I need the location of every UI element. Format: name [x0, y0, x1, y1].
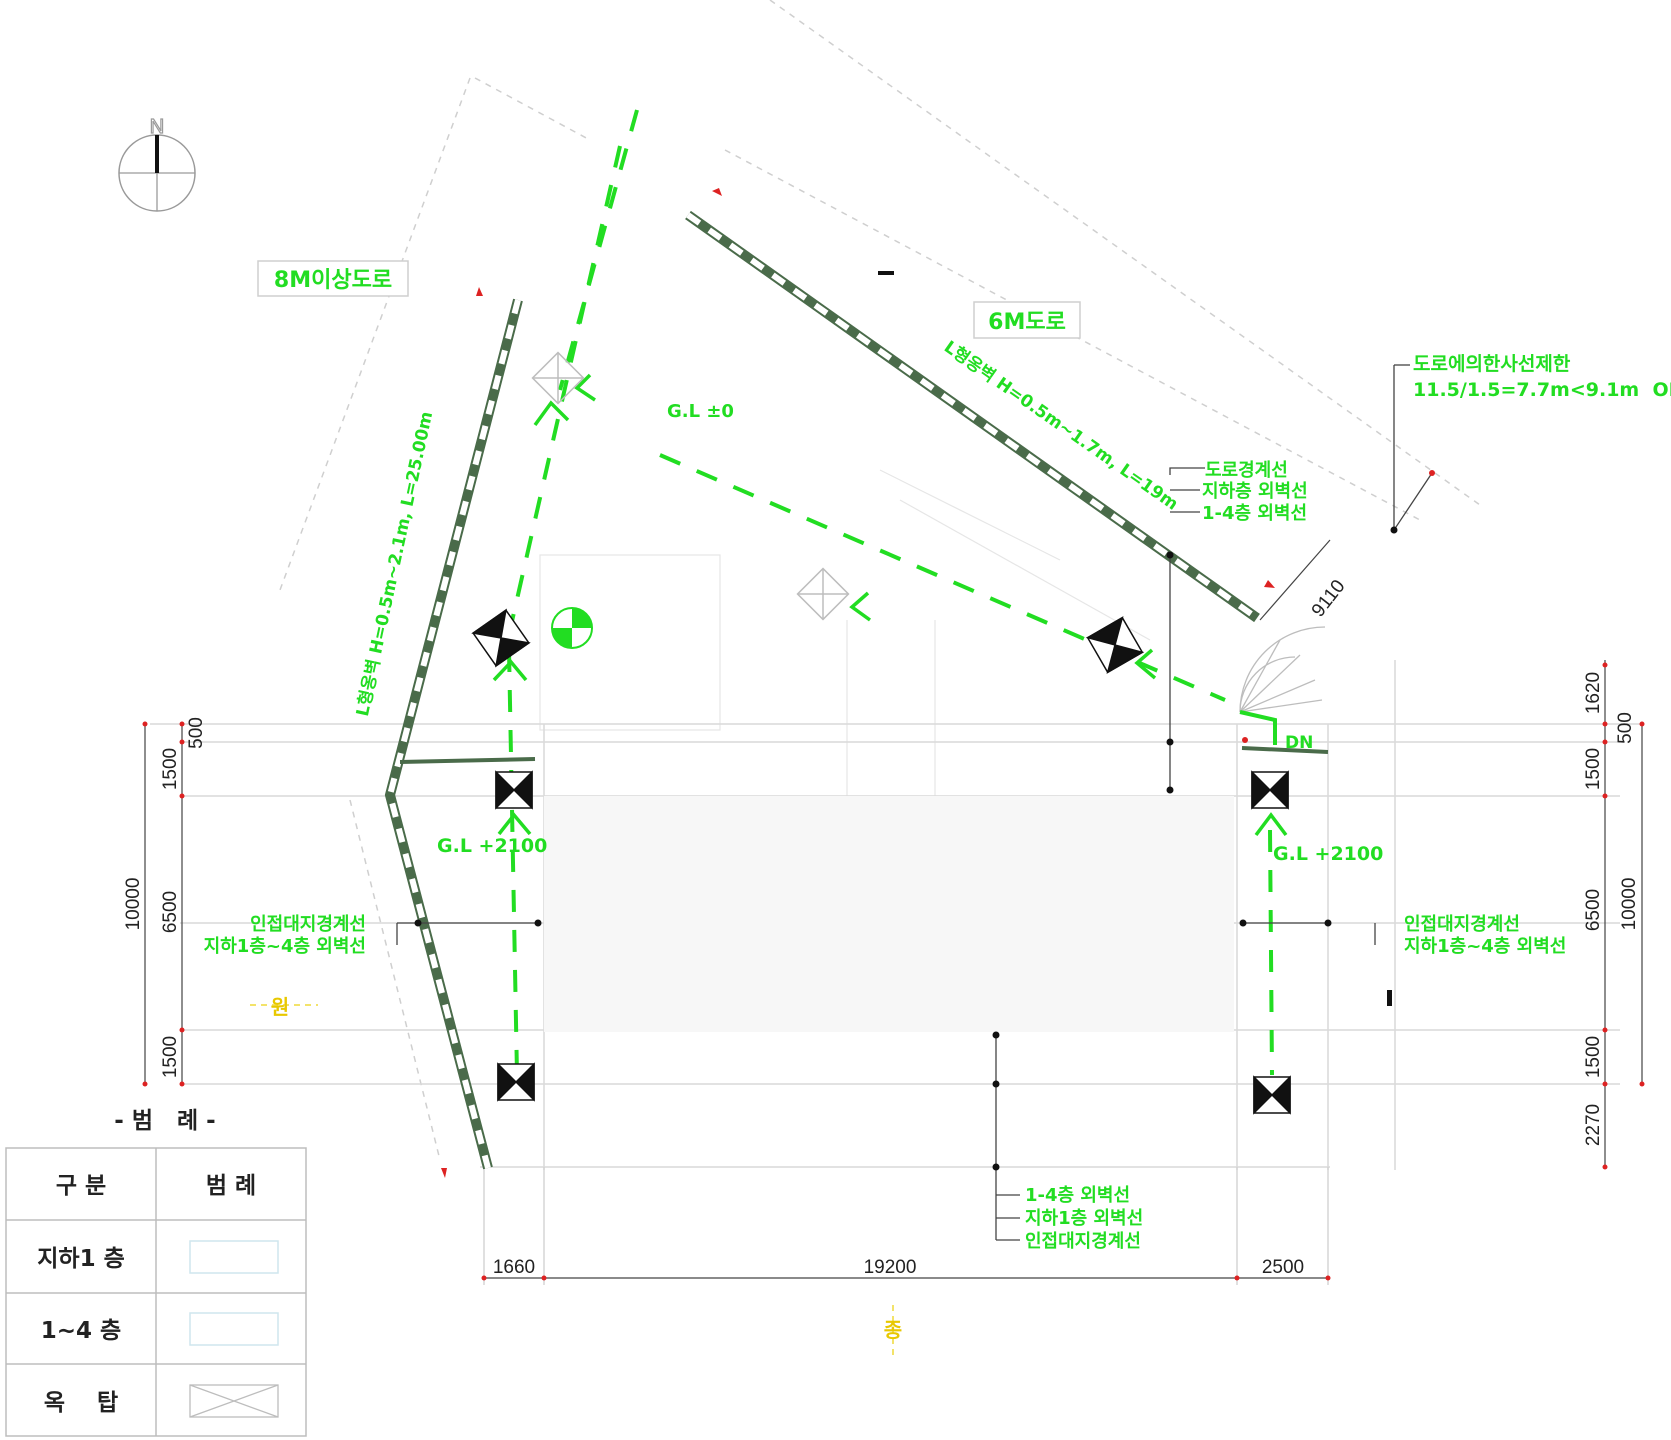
wall-stub-left: [399, 757, 536, 764]
legend-row-rooftop: 옥 탑: [44, 1390, 118, 1416]
basement-floor-fill: [544, 796, 1234, 1032]
bottom-callout-2: 지하1층 외벽선: [1025, 1208, 1143, 1229]
dim-diagonal-9110: 9110: [1308, 576, 1350, 621]
green-dashed-lines: [507, 109, 1274, 1076]
bottom-callout-3: 인접대지경계선: [1025, 1231, 1141, 1252]
bottom-callout-1: 1-4층 외벽선: [1025, 1185, 1130, 1206]
left-callout-1: 인접대지경계선: [250, 914, 366, 935]
legend-swatch-rooftop: [189, 1384, 279, 1418]
retaining-wall-top: [685, 210, 1260, 623]
top-callout-1: 도로경계선: [1205, 460, 1288, 481]
benchmark-marker: [551, 607, 593, 649]
dim-right-6500: 6500: [1583, 889, 1604, 931]
gl-right-label: G.L +2100: [1273, 843, 1383, 865]
top-callout-3: 1-4층 외벽선: [1202, 503, 1307, 524]
dim-bottom-19200: 19200: [864, 1257, 917, 1278]
road-limit-label-2: 11.5/1.5=7.7m<9.1m OK: [1413, 379, 1671, 401]
background-lines: [279, 0, 1481, 1161]
dim-bottom-2500: 2500: [1262, 1257, 1304, 1278]
callout-dots: [414, 526, 1398, 1171]
dim-right-total: 10000: [1619, 878, 1640, 931]
callout-leaders: [396, 364, 1433, 1241]
dim-left-6500: 6500: [160, 891, 181, 933]
dim-left-1500a: 1500: [160, 748, 181, 790]
legend: - 범 례 - 구 분 범 례 지하1 층 1~4 층 옥 탑: [5, 1108, 307, 1437]
right-callout-1: 인접대지경계선: [1404, 914, 1520, 935]
gl-left-label: G.L +2100: [437, 835, 547, 857]
legend-header-symbol: 범 례: [206, 1173, 256, 1199]
compass-n-label: N: [150, 116, 164, 138]
right-callout-2: 지하1층~4층 외벽선: [1404, 936, 1566, 957]
dim-left-total: 10000: [123, 878, 144, 931]
left-callout-2: 지하1층~4층 외벽선: [204, 936, 366, 957]
legend-swatch-basement: [189, 1240, 279, 1274]
road-6m-label: 6M도로: [973, 301, 1081, 339]
dim-left-500: 500: [186, 717, 207, 749]
small-tick-mark: [1387, 990, 1392, 1006]
green-arrows: [492, 373, 1288, 837]
retaining-wall-left: [384, 298, 523, 1170]
legend-row-floors: 1~4 층: [41, 1318, 121, 1344]
road-limit-label-1: 도로에의한사선제한: [1413, 353, 1571, 375]
gl-zero-label: G.L ±0: [667, 401, 734, 422]
west-marker: 원: [250, 995, 318, 1019]
wall-stub-right: [1241, 746, 1329, 754]
road-8m-label: 8M이상도로: [257, 260, 409, 297]
dim-bottom-1660: 1660: [493, 1257, 535, 1278]
dim-right-1500b: 1500: [1583, 1036, 1604, 1078]
dim-right-500: 500: [1615, 712, 1636, 744]
legend-row-basement: 지하1 층: [37, 1246, 125, 1272]
svg-text:종: 종: [884, 1318, 902, 1342]
dn-label: DN: [1285, 733, 1313, 753]
legend-header-category: 구 분: [56, 1173, 106, 1199]
svg-text:원: 원: [271, 995, 289, 1019]
retaining-wall-top-label: L형옹벽 H=0.5m~1.7m, L=19m: [940, 336, 1182, 514]
legend-title: - 범 례 -: [114, 1108, 215, 1134]
dim-left-1500b: 1500: [160, 1036, 181, 1078]
svg-text:6M도로: 6M도로: [988, 310, 1066, 335]
building-corners: [483, 1167, 1329, 1285]
legend-swatch-floors: [189, 1312, 279, 1346]
dim-right-1500a: 1500: [1583, 748, 1604, 790]
stair-direction: [1239, 710, 1277, 745]
north-compass: N: [118, 115, 196, 212]
spiral-stair: [1239, 626, 1326, 713]
small-dash-mark: [878, 271, 894, 275]
east-marker: 종: [884, 1305, 902, 1355]
dimension-ticks: [142, 662, 1645, 1281]
top-callout-2: 지하층 외벽선: [1202, 481, 1308, 502]
hourglass-markers: [471, 608, 1291, 1115]
svg-text:8M이상도로: 8M이상도로: [274, 268, 392, 293]
red-markers: [441, 188, 1435, 1178]
dim-right-2270: 2270: [1583, 1104, 1604, 1146]
dim-right-1620: 1620: [1583, 672, 1604, 714]
rooftop-markers: [531, 351, 850, 621]
